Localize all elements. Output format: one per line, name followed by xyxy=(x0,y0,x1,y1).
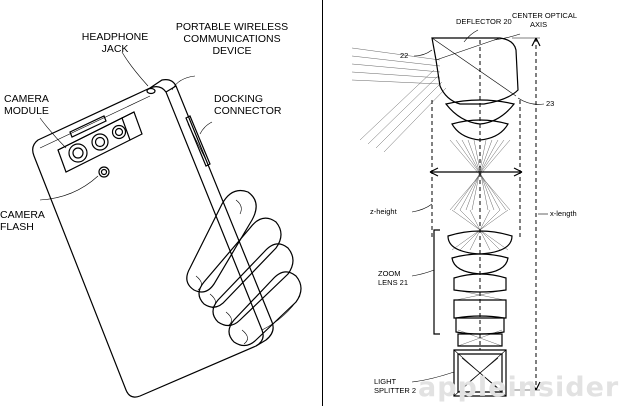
label-x-length: x-length xyxy=(550,209,577,218)
svg-text:LENS 21: LENS 21 xyxy=(378,278,408,287)
svg-text:AXIS: AXIS xyxy=(530,20,547,29)
svg-text:FLASH: FLASH xyxy=(0,221,34,233)
watermark-logo: appleinsider xyxy=(418,372,619,403)
light-splitter-cube xyxy=(453,349,507,397)
headphone-jack-hole xyxy=(146,87,156,95)
camera-flash-dot xyxy=(98,166,110,178)
svg-text:HEADPHONE: HEADPHONE xyxy=(82,31,149,43)
z-height-dimension xyxy=(429,100,523,238)
phone-drawing xyxy=(32,79,274,398)
label-device: PORTABLE WIRELESS COMMUNICATIONS DEVICE xyxy=(176,21,288,57)
label-camera-flash: CAMERA FLASH xyxy=(0,209,45,233)
svg-text:CAMERA: CAMERA xyxy=(4,93,49,105)
svg-text:JACK: JACK xyxy=(102,43,129,55)
label-camera-module: CAMERA MODULE xyxy=(4,93,49,117)
right-leader-lines xyxy=(411,29,548,383)
svg-text:MODULE: MODULE xyxy=(4,105,49,117)
hand-drawing xyxy=(186,189,302,347)
svg-text:CENTER OPTICAL: CENTER OPTICAL xyxy=(512,11,577,20)
optical-diagram xyxy=(351,37,541,397)
docking-connector-slot xyxy=(185,115,211,167)
label-z-height: z-height xyxy=(370,207,398,216)
label-headphone-jack: HEADPHONE JACK xyxy=(82,31,149,55)
label-zoom-lens: ZOOM LENS 21 xyxy=(378,269,408,287)
camera-module-block xyxy=(57,111,143,173)
label-docking-connector: DOCKING CONNECTOR xyxy=(214,93,282,117)
label-deflector: DEFLECTOR 20 xyxy=(456,17,512,26)
svg-text:PORTABLE WIRELESS: PORTABLE WIRELESS xyxy=(176,21,288,33)
svg-text:SPLITTER 2: SPLITTER 2 xyxy=(374,386,416,395)
svg-text:DOCKING: DOCKING xyxy=(214,93,263,105)
label-ref-22: 22 xyxy=(400,51,408,60)
label-ref-23: 23 xyxy=(546,99,554,108)
zoom-lens-bracket xyxy=(433,229,440,335)
panel-divider xyxy=(322,0,323,406)
label-center-axis: CENTER OPTICAL AXIS xyxy=(512,11,577,29)
svg-text:CAMERA: CAMERA xyxy=(0,209,45,221)
left-leader-lines xyxy=(39,51,213,201)
svg-text:COMMUNICATIONS: COMMUNICATIONS xyxy=(183,33,280,45)
deflector-prism xyxy=(431,37,519,105)
x-length-dimension xyxy=(512,37,541,391)
svg-text:ZOOM: ZOOM xyxy=(378,269,401,278)
incoming-rays xyxy=(351,47,447,153)
svg-text:LIGHT: LIGHT xyxy=(374,377,397,386)
svg-text:CONNECTOR: CONNECTOR xyxy=(214,105,282,117)
svg-text:DEVICE: DEVICE xyxy=(212,45,251,57)
lens-group-middle xyxy=(447,230,513,293)
lens-group-lower xyxy=(453,299,507,347)
label-light-splitter: LIGHT SPLITTER 2 xyxy=(374,377,416,395)
